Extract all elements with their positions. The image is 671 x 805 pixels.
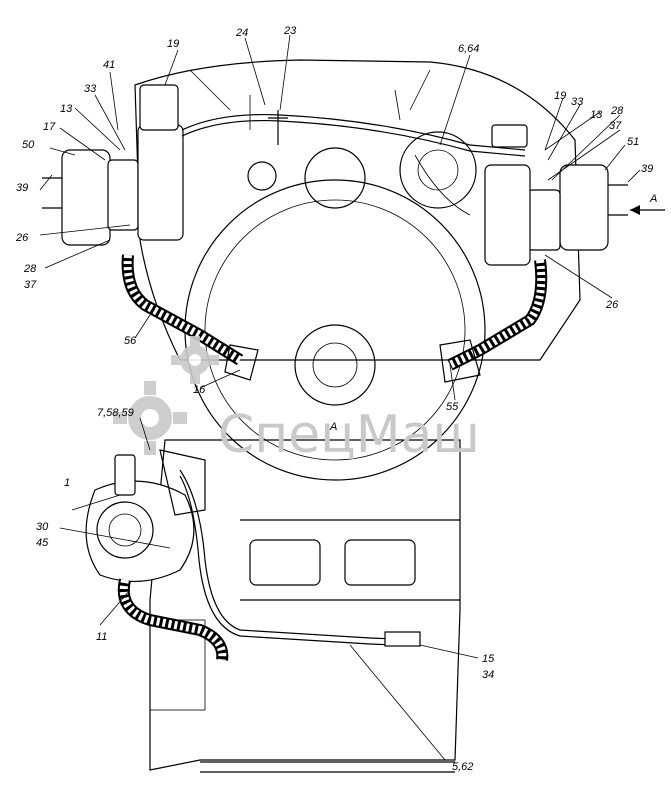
callout-41: 41 — [103, 59, 115, 71]
callout-51: 51 — [627, 136, 639, 148]
leader-lines — [39, 34, 650, 761]
callout-37-right: 37 — [609, 120, 622, 132]
left-drain-hose — [121, 254, 259, 381]
oil-supply-line-lower — [179, 469, 421, 647]
callout-13-left: 13 — [60, 103, 73, 115]
right-turbocharger — [484, 124, 628, 266]
callout-33-right: 33 — [571, 96, 584, 108]
lower-drain-hose — [117, 578, 229, 661]
callout-7-58-59: 7,58,59 — [97, 407, 134, 419]
engine-side-outline — [149, 439, 461, 773]
callout-45: 45 — [36, 537, 49, 549]
callout-33-left: 33 — [84, 83, 97, 95]
right-drain-hose — [439, 259, 548, 383]
callout-24: 24 — [235, 27, 248, 39]
callout-28-right: 28 — [610, 105, 624, 117]
callout-28-left: 28 — [23, 263, 37, 275]
callout-19-right: 19 — [554, 90, 566, 102]
watermark-gear-small — [171, 336, 219, 384]
callout-26-right: 26 — [605, 299, 619, 311]
callout-16: 16 — [193, 384, 206, 396]
callout-26-left: 26 — [15, 232, 29, 244]
callout-1: 1 — [64, 477, 70, 489]
watermark-text: СпецМаш — [218, 405, 480, 465]
oil-lines-upper — [181, 110, 526, 157]
left-turbocharger — [42, 84, 184, 246]
callout-13-right: 13 — [590, 109, 603, 121]
callout-19-left: 19 — [167, 38, 179, 50]
view-label-a-right: A — [649, 193, 657, 205]
callout-34: 34 — [482, 669, 494, 681]
callout-39-right: 39 — [641, 163, 653, 175]
callout-15: 15 — [482, 653, 495, 665]
lower-turbocharger — [85, 449, 206, 582]
view-label-a-bottom: A — [329, 421, 337, 433]
callout-5-62: 5,62 — [452, 761, 473, 773]
callout-30: 30 — [36, 521, 49, 533]
callout-50: 50 — [22, 139, 35, 151]
callout-11: 11 — [96, 631, 107, 643]
callout-17: 17 — [43, 121, 56, 133]
callout-37-left: 37 — [24, 279, 37, 291]
callout-39-left: 39 — [16, 182, 28, 194]
callout-55: 55 — [446, 401, 459, 413]
view-arrow-icon — [630, 205, 665, 215]
callout-56: 56 — [124, 335, 137, 347]
callout-23: 23 — [283, 25, 297, 37]
callout-6-64: 6,64 — [458, 43, 479, 55]
watermark-gear-large — [113, 381, 187, 455]
